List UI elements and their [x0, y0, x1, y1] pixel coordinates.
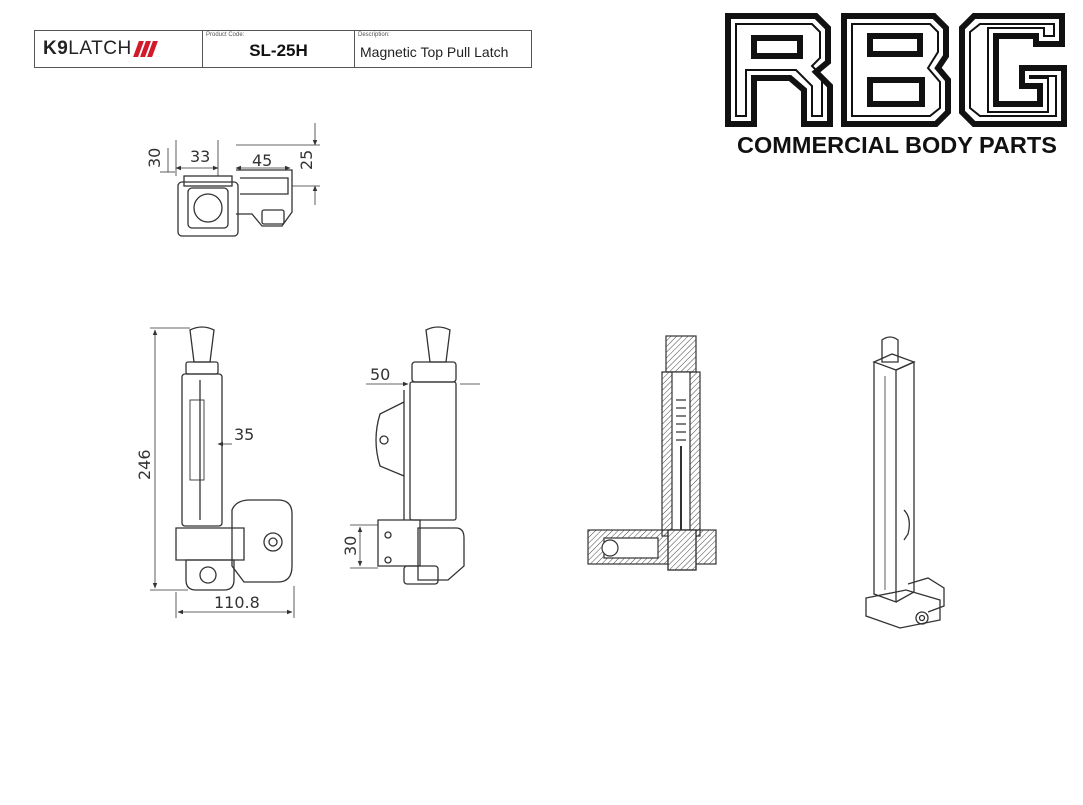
description-label: Description:: [358, 32, 390, 38]
dim-top-width-b: 45: [252, 151, 272, 170]
rbg-tagline: COMMERCIAL BODY PARTS: [737, 132, 1057, 158]
description: Magnetic Top Pull Latch: [360, 44, 509, 60]
dim-side-base-height: 30: [341, 536, 360, 556]
section-view: [587, 335, 717, 571]
dim-front-height: 246: [135, 449, 154, 480]
dim-top-width-a: 33: [190, 147, 210, 166]
description-cell: Description: Magnetic Top Pull Latch: [355, 31, 531, 67]
side-view: [350, 326, 480, 585]
product-code-label: Product Code:: [206, 32, 245, 38]
product-code-cell: Product Code: SL-25H: [203, 31, 355, 67]
logo-text-bold: K9: [43, 38, 69, 59]
rbg-logo: [725, 13, 1067, 127]
top-view: [160, 123, 320, 237]
dim-front-body-width: 35: [234, 425, 254, 444]
product-code: SL-25H: [249, 41, 308, 60]
dim-side-depth: 50: [370, 365, 390, 384]
logo-text-thin: LATCH: [68, 38, 132, 59]
dim-top-height: 25: [297, 150, 316, 170]
dim-top-depth: 30: [145, 148, 164, 168]
front-view: [150, 326, 295, 618]
dim-front-total-width: 110.8: [214, 593, 260, 612]
isometric-view: [865, 336, 945, 629]
